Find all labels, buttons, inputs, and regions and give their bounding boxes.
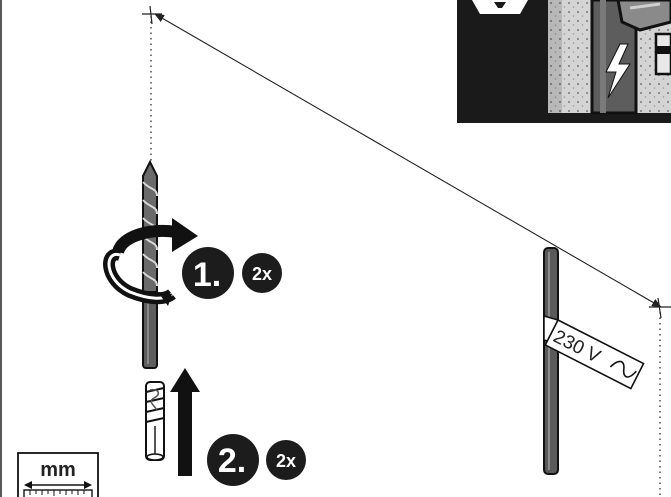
wall-plug-icon (145, 381, 165, 461)
step-2-badge: 2. (207, 434, 259, 486)
crosshair-marker-left (142, 5, 162, 165)
ruler-icon (23, 489, 93, 497)
up-arrow-icon (170, 368, 200, 476)
step-2-repeat: 2x (276, 451, 296, 471)
step-1-number: 1. (193, 256, 221, 294)
width-arrow-icon (24, 481, 92, 489)
ac-sine-icon (609, 360, 637, 378)
crosshair-marker-right (649, 297, 671, 497)
step-2-repeat-badge: 2x (266, 440, 306, 480)
step-1-repeat: 2x (252, 264, 272, 284)
step-1-repeat-badge: 2x (242, 253, 282, 293)
electric-cable-icon (543, 247, 559, 475)
drill-bit-icon (142, 159, 158, 369)
distance-measure-line (154, 13, 662, 308)
drill-head-icon (616, 0, 671, 32)
mm-measure-box: mm (17, 452, 99, 497)
warning-panel (457, 0, 671, 123)
step-2-number: 2. (218, 442, 246, 480)
rotation-arrow-icon (103, 218, 198, 306)
mm-label: mm (40, 459, 76, 481)
lightning-icon (605, 43, 631, 99)
warning-icon (472, 0, 528, 14)
step-1-badge: 1. (182, 247, 234, 299)
